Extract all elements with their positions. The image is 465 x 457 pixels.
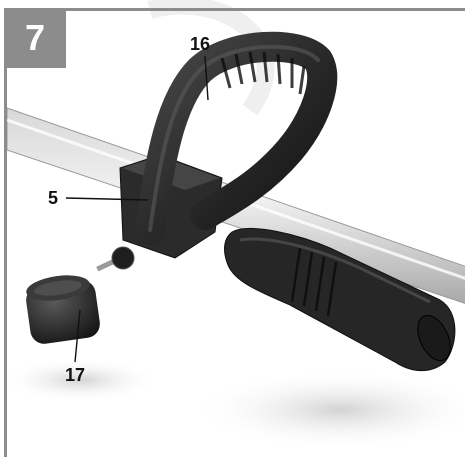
callout-label-16: 16: [190, 34, 211, 54]
callout-label-17: 17: [65, 365, 86, 385]
end-cap: [26, 275, 100, 344]
frame-left-border: [4, 8, 7, 457]
leader-line-5: [65, 197, 149, 201]
leader-line-16: [204, 55, 209, 101]
watermark-stroke: [147, 0, 275, 116]
figure-number-badge: 7: [4, 8, 66, 68]
leader-line-17: [74, 309, 81, 363]
grip-sleeve: [224, 227, 456, 372]
frame-top-border: [4, 8, 465, 11]
callout-label-5: 5: [48, 188, 59, 208]
